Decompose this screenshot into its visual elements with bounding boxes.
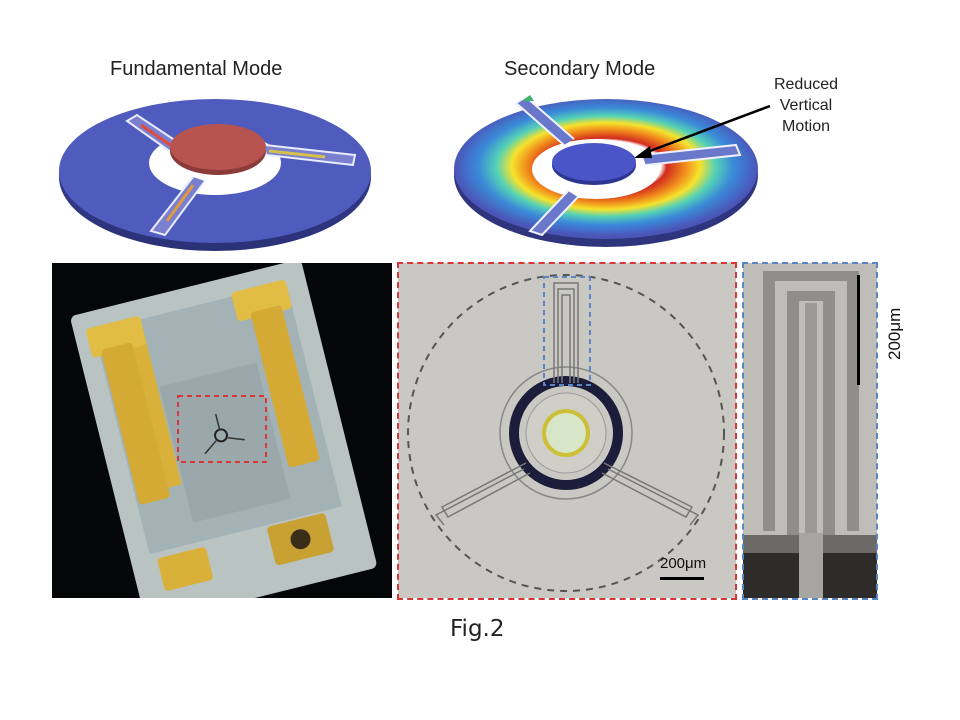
gold-pad-left — [94, 319, 182, 488]
scale-bar-right — [857, 275, 860, 385]
secondary-mode-title: Secondary Mode — [504, 58, 656, 80]
outer-dashed-circle — [407, 274, 725, 592]
fundamental-mode-title: Fundamental Mode — [110, 58, 283, 80]
annotation-line-1: Reduced — [773, 76, 839, 93]
zoom-box-blue — [543, 276, 591, 386]
scale-bar-right-label: 200μm — [885, 307, 904, 360]
hub-top — [170, 124, 266, 170]
annotation-line-2: Vertical — [779, 97, 833, 114]
figure-caption: Fig.2 — [450, 616, 505, 642]
spring-top — [553, 282, 579, 383]
annotation-line-3: Motion — [781, 118, 831, 135]
spring-right — [601, 462, 700, 526]
reduced-vertical-motion-annotation: Reduced Vertical Motion — [760, 74, 852, 137]
zoom-box-red — [177, 395, 267, 463]
microscope-top-view: 200μm — [398, 263, 736, 598]
hub-top — [552, 143, 636, 181]
center-pad — [542, 409, 590, 457]
dark-trench-ring — [509, 376, 623, 490]
annotation-arrow — [634, 104, 771, 158]
gold-pad-bottom-left — [157, 547, 213, 591]
fundamental-mode-simulation — [59, 99, 371, 251]
right-panel-border — [742, 262, 878, 600]
spring-left — [434, 462, 531, 526]
middle-panel-border — [397, 262, 737, 600]
zoomed-spring-view — [743, 263, 877, 598]
spring-arms — [514, 95, 742, 237]
device-photo — [52, 263, 392, 598]
scale-bar-middle — [660, 577, 704, 580]
scale-bar-middle-label: 200μm — [660, 555, 707, 572]
